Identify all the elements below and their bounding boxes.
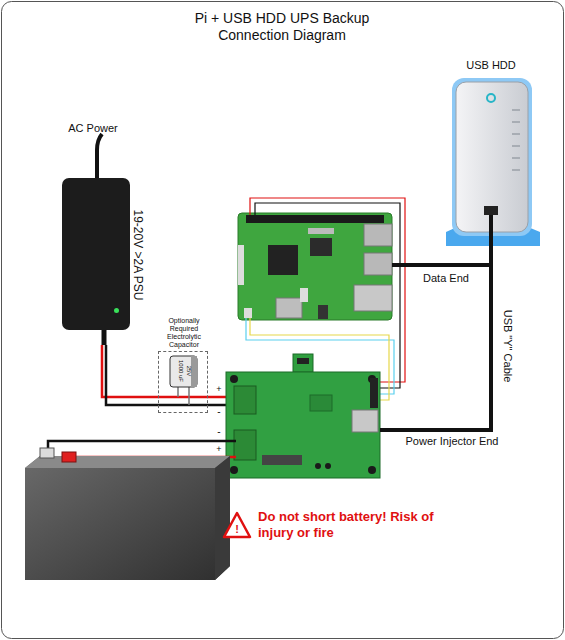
capacitor-value: 1000 uF [177, 360, 184, 382]
diagram-title: Pi + USB HDD UPS Backup Connection Diagr… [177, 10, 387, 44]
hdd-vents [512, 110, 520, 170]
battery-top [25, 456, 230, 468]
capacitor-stripe [191, 356, 197, 387]
hdd-glow [452, 78, 532, 236]
pi-usb-port [364, 253, 392, 275]
cable-label: USB "Y" Cable [501, 310, 514, 383]
pi-hdmi-port [276, 298, 302, 318]
capacitor-leg [177, 386, 179, 397]
power-supply: AC Power19-20V >2A PSU [62, 178, 130, 330]
battery [25, 456, 230, 580]
gpio-wire [255, 203, 400, 388]
battery-terminal-positive [62, 452, 76, 462]
battery-side [215, 456, 230, 580]
ac-cable [97, 134, 102, 178]
battery-terminal [234, 430, 256, 460]
ups-board [226, 372, 380, 478]
red-wire [102, 345, 236, 397]
hdd-usb-port [484, 206, 498, 215]
capacitor-leg [188, 386, 190, 405]
usb-hdd: USB HDD [444, 78, 540, 246]
capacitor-body [170, 356, 197, 387]
warning-text: Do not short battery! Risk of injury or … [258, 509, 436, 541]
mounting-hole [368, 466, 376, 474]
ups-connector [293, 354, 313, 372]
gpio-wire [250, 198, 405, 382]
battery-wire-negative [48, 441, 236, 450]
battery-terminal-negative [40, 448, 54, 458]
hdd-led [487, 94, 495, 102]
ups-usb-port [352, 410, 378, 432]
hdd-body [456, 82, 528, 232]
input-terminal [234, 386, 256, 414]
polarity-mark: - [217, 426, 220, 438]
device-heading: USB HDD [466, 59, 516, 72]
usb-y-cable [380, 215, 491, 430]
warning-triangle [224, 513, 250, 537]
ups-chip [310, 395, 332, 411]
pi-chip [310, 238, 332, 256]
ups-connector-pins [297, 358, 309, 364]
pi-board [238, 213, 392, 320]
ups-connector-bottom [262, 455, 302, 465]
pi-logo-area [308, 228, 334, 234]
polarity-mark: + [216, 444, 221, 455]
ups-header [370, 378, 378, 408]
warning-mark: ! [235, 523, 239, 536]
rating-label: 19-20V >2A PSU [131, 209, 145, 300]
ups-component [315, 463, 321, 469]
pi-power-port [244, 308, 252, 318]
gpio-header [246, 215, 384, 223]
usb-y-cable-branch [392, 263, 491, 267]
note-heading: Optionally Required Electrolytic Capacit… [157, 317, 211, 349]
ups-component [325, 463, 331, 469]
pi-usb-port [364, 224, 392, 246]
capacitor-voltage: 25V [185, 366, 192, 377]
polarity-mark: - [217, 406, 220, 418]
cable-end-label: Power Injector End [406, 435, 499, 448]
cable-end-label: Data End [423, 272, 469, 285]
status-led [114, 308, 119, 313]
dc-cable [102, 330, 107, 345]
mounting-hole [230, 466, 238, 474]
polarity-mark: + [216, 384, 221, 395]
pi-ethernet-port [354, 285, 392, 311]
device-heading: AC Power [68, 122, 118, 135]
mounting-hole [230, 375, 238, 383]
black-wire [106, 345, 236, 405]
soc-chip [268, 245, 298, 275]
pi-audio-jack [318, 305, 328, 319]
pi-camera-connector [300, 288, 308, 302]
pi-display-connector [238, 245, 244, 285]
